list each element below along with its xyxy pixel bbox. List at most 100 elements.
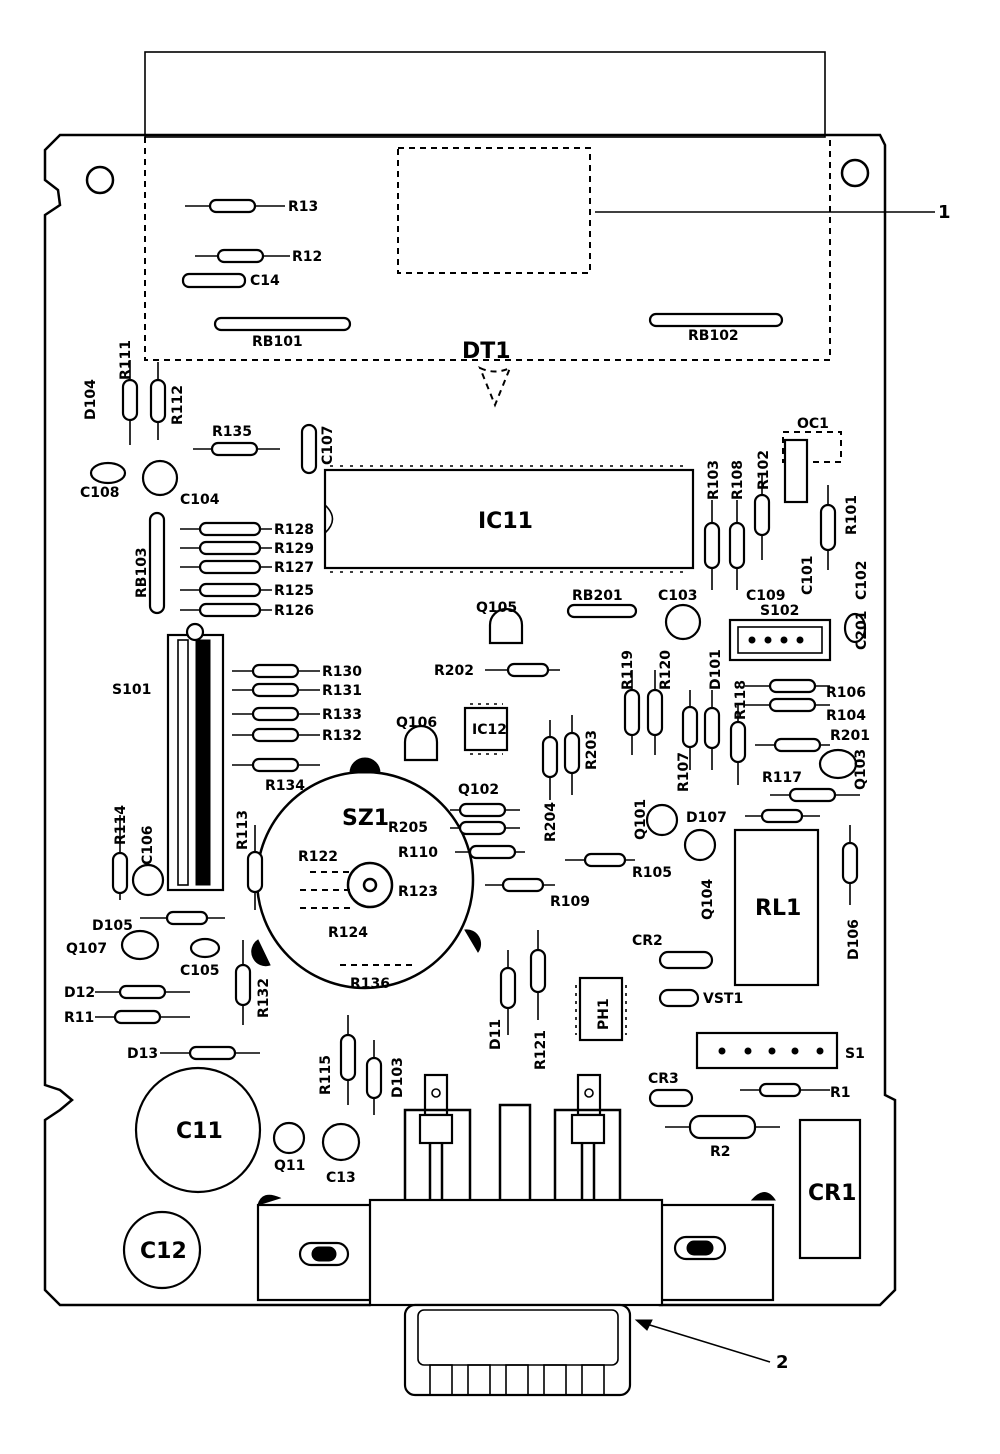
label-r119: R119 <box>620 650 636 690</box>
resistor-r115 <box>339 1015 357 1105</box>
transistor-q107 <box>120 929 160 961</box>
diode-d104 <box>121 360 139 445</box>
label-d107: D107 <box>686 810 727 826</box>
transistor-q103 <box>818 748 858 780</box>
label-r117: R117 <box>762 770 802 786</box>
db9-connector <box>403 1303 632 1397</box>
diode-cr2 <box>658 950 714 970</box>
connector-bracket <box>256 1192 776 1307</box>
ic11 <box>323 465 695 573</box>
resistor-r132b <box>234 940 252 1025</box>
label-r203: R203 <box>584 730 600 770</box>
label-oc1: OC1 <box>797 416 829 432</box>
regulator-bracket <box>403 1103 622 1200</box>
label-r13: R13 <box>288 199 318 215</box>
label-r127: R127 <box>274 560 314 576</box>
label-r101: R101 <box>844 495 860 535</box>
transistor-q106 <box>403 724 439 762</box>
resistor-r205 <box>450 802 520 836</box>
capacitor-c104 <box>141 459 179 497</box>
resistor-r104 <box>745 697 830 713</box>
transistor-q104 <box>683 828 717 862</box>
label-r102: R102 <box>756 450 772 490</box>
label-r124: R124 <box>328 925 368 941</box>
regulator-left <box>418 1073 454 1200</box>
label-d12: D12 <box>64 985 95 1001</box>
label-c103: C103 <box>658 588 698 604</box>
capacitor-c105 <box>189 937 221 959</box>
capacitor-c106 <box>131 863 165 897</box>
label-ic11: IC11 <box>478 509 533 534</box>
label-c14: C14 <box>250 273 280 289</box>
label-ph1: PH1 <box>596 998 612 1030</box>
label-q102-upper: Q102 <box>458 782 499 798</box>
diode-d11 <box>499 950 517 1035</box>
resistor-bank-rb101 <box>213 316 352 332</box>
display-dashed-area <box>144 137 831 361</box>
label-c102: C102 <box>854 561 870 601</box>
label-r125: R125 <box>274 583 314 599</box>
transistor-q105 <box>488 607 524 645</box>
label-r111: R111 <box>118 340 134 380</box>
ic12 <box>463 703 509 755</box>
label-d13: D13 <box>127 1046 158 1062</box>
diode-d105 <box>140 910 225 926</box>
label-c101: C101 <box>800 556 816 596</box>
mounting-hole <box>85 165 115 195</box>
label-vst1: VST1 <box>703 991 743 1007</box>
board-outline <box>43 133 897 1307</box>
resistor-bank-rb103 <box>148 511 166 615</box>
diode-d106 <box>841 825 859 905</box>
regulator-right <box>570 1073 606 1200</box>
resistor-bank-rb201 <box>566 603 638 619</box>
label-r128: R128 <box>274 522 314 538</box>
label-dt1: DT1 <box>462 339 511 364</box>
label-r130: R130 <box>322 664 362 680</box>
label-c12: C12 <box>140 1239 187 1264</box>
label-r115: R115 <box>318 1055 334 1095</box>
capacitor-c11 <box>134 1066 262 1194</box>
label-r129: R129 <box>274 541 314 557</box>
label-r104: R104 <box>826 708 866 724</box>
capacitor-c14 <box>181 272 247 289</box>
resistor-r108 <box>728 500 746 590</box>
relay-rl1 <box>733 828 820 987</box>
label-r131: R131 <box>322 683 362 699</box>
label-r126: R126 <box>274 603 314 619</box>
label-r132b: R132 <box>256 978 272 1018</box>
label-q107: Q107 <box>66 941 107 957</box>
transistor-q101 <box>645 803 679 837</box>
resistor-r201 <box>755 737 830 753</box>
resistor-r105 <box>565 852 635 868</box>
label-cr3: CR3 <box>648 1071 679 1087</box>
label-q11: Q11 <box>274 1158 305 1174</box>
capacitor-c103 <box>664 603 702 641</box>
label-r136: R136 <box>350 976 390 992</box>
label-r121: R121 <box>533 1030 549 1070</box>
label-r110: R110 <box>398 845 438 861</box>
label-d106: D106 <box>846 919 862 960</box>
label-r109: R109 <box>550 894 590 910</box>
diode-d107 <box>745 808 820 824</box>
optocoupler-body <box>783 438 809 504</box>
label-r205: R205 <box>388 820 428 836</box>
label-r204: R204 <box>543 802 559 842</box>
label-c104: C104 <box>180 492 220 508</box>
display-outline <box>144 51 826 138</box>
label-r118: R118 <box>733 680 749 720</box>
resistor-stack-r125-r129 <box>180 521 272 618</box>
resistor-bank-rb102 <box>648 312 784 328</box>
resistor-r203 <box>563 715 581 795</box>
label-r103: R103 <box>706 460 722 500</box>
resistor-r204 <box>541 720 559 800</box>
label-r123: R123 <box>398 884 438 900</box>
connector-s1 <box>695 1031 839 1070</box>
resistor-r12 <box>195 248 290 264</box>
label-rb103: RB103 <box>134 547 150 598</box>
diode-d101 <box>703 690 721 770</box>
label-cr2: CR2 <box>632 933 663 949</box>
label-r132: R132 <box>322 728 362 744</box>
label-rb102: RB102 <box>688 328 739 344</box>
label-c107: C107 <box>320 426 336 466</box>
